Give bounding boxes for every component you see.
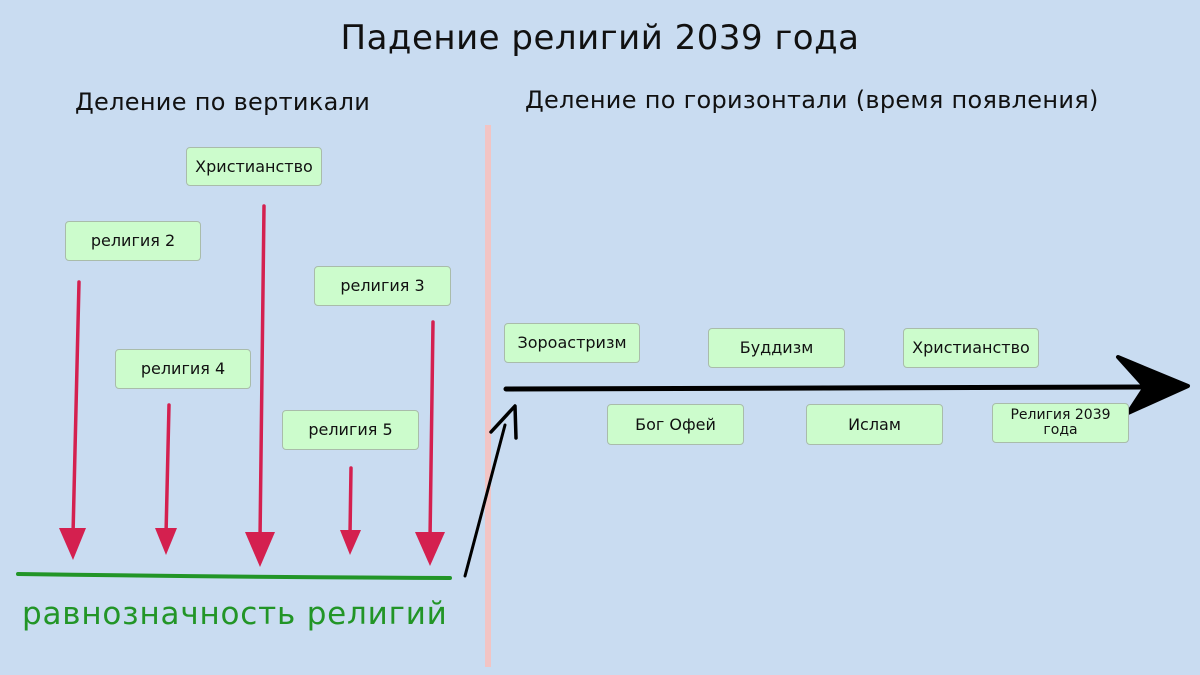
red-arrow-4 — [340, 466, 361, 555]
timeline-box-religion-2039: Религия 2039 года — [992, 403, 1129, 443]
vertical-box-religion-4: религия 4 — [115, 349, 251, 389]
timeline-box-christianity: Христианство — [903, 328, 1039, 368]
horizontal-heading: Деление по горизонтали (время появления) — [525, 86, 1099, 114]
baseline-label: равнозначность религий — [22, 596, 448, 632]
red-arrow-2 — [155, 403, 177, 555]
vertical-box-christianity: Христианство — [186, 147, 322, 186]
vertical-heading: Деление по вертикали — [75, 88, 371, 116]
timeline-box-buddhism: Буддизм — [708, 328, 845, 368]
red-arrow-1 — [59, 280, 86, 560]
baseline-line — [16, 572, 452, 580]
vertical-box-religion-2: религия 2 — [65, 221, 201, 261]
timeline-box-islam: Ислам — [806, 404, 943, 445]
vertical-box-religion-5: религия 5 — [282, 410, 419, 450]
vertical-box-religion-3: религия 3 — [314, 266, 451, 306]
timeline-box-zoroastrianism: Зороастризм — [504, 323, 640, 363]
red-arrow-3 — [245, 204, 275, 567]
transition-arrow — [463, 404, 518, 578]
timeline-box-god-ofei: Бог Офей — [607, 404, 744, 445]
diagram-title: Падение религий 2039 года — [340, 18, 860, 58]
red-arrow-5 — [415, 320, 445, 566]
